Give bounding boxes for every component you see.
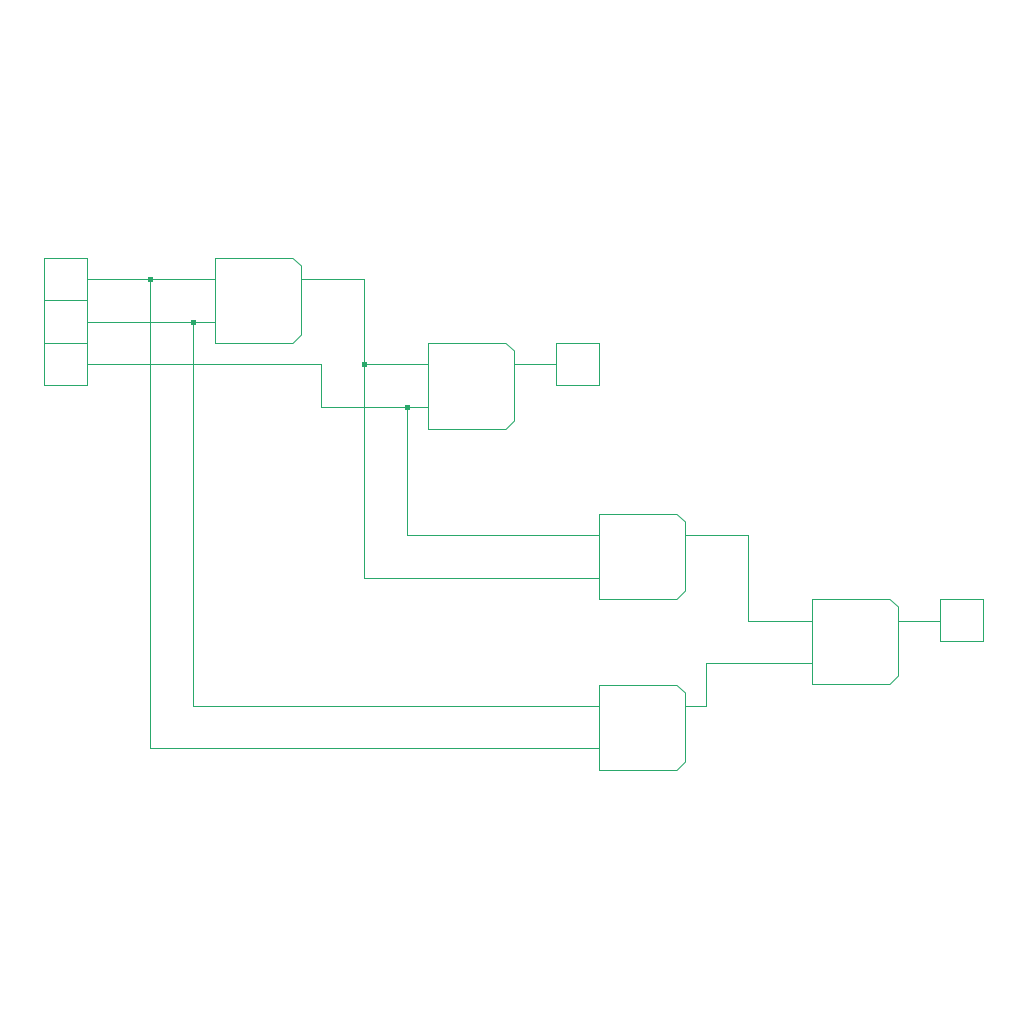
wire-gate1-out	[301, 279, 600, 579]
wire-junction-dot	[362, 362, 367, 367]
output-terminal-out1	[556, 343, 600, 386]
logic-gate-gate1	[215, 258, 302, 344]
wire-junction-dot	[405, 405, 410, 410]
blocks-layer	[44, 258, 984, 771]
wire-junction-dot	[191, 320, 196, 325]
wire-gate3-gate5	[685, 535, 813, 622]
wire-in2-branch-gate4	[193, 322, 600, 707]
wire-in3-gate2	[87, 364, 429, 408]
wire-in3-branch-gate3	[407, 407, 600, 536]
junctions-layer	[148, 277, 410, 410]
output-terminal-out2	[940, 599, 984, 642]
logic-gate-gate5	[812, 599, 899, 685]
logic-gate-gate4	[599, 685, 686, 771]
input-terminal-in3	[44, 343, 88, 386]
input-terminal-in2	[44, 300, 88, 344]
wire-in1-branch-gate4	[150, 279, 600, 749]
wire-junction-dot	[148, 277, 153, 282]
logic-gate-gate3	[599, 514, 686, 600]
input-terminal-in1	[44, 258, 88, 301]
logic-gate-gate2	[428, 343, 515, 430]
wire-gate4-gate5	[685, 663, 813, 707]
wires-layer	[87, 279, 941, 749]
